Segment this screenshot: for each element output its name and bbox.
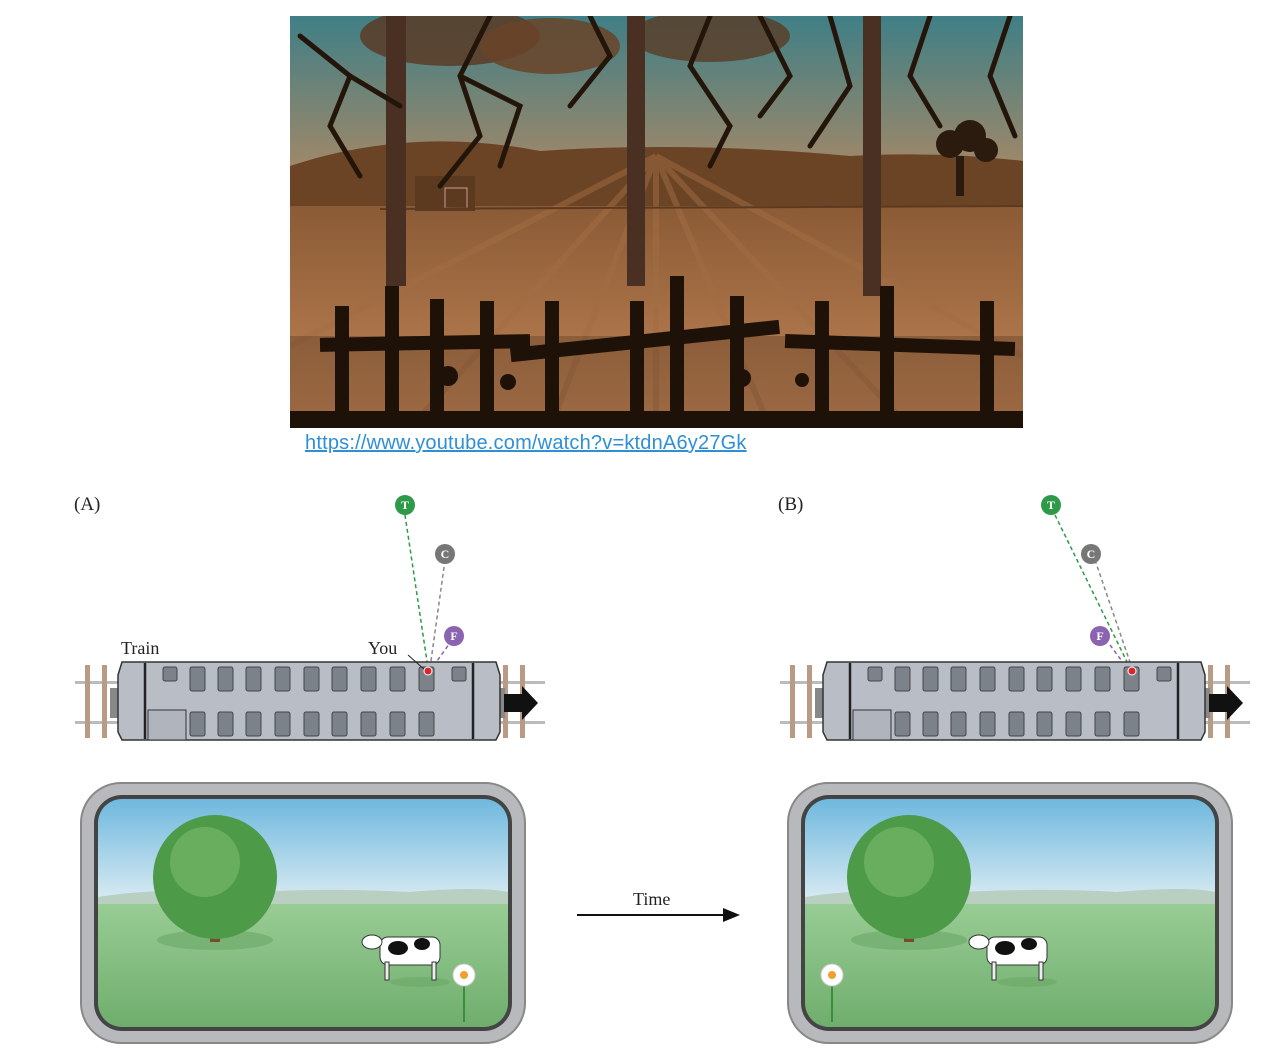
youtube-link[interactable]: https://www.youtube.com/watch?v=ktdnA6y2… <box>305 432 747 454</box>
cow-marker-b: C <box>1081 544 1101 564</box>
window-view-b <box>787 782 1233 1044</box>
flower-marker-b: F <box>1090 626 1110 646</box>
video-scene-illustration <box>290 16 1023 428</box>
time-label: Time <box>633 889 671 909</box>
video-thumbnail[interactable] <box>290 16 1023 428</box>
flower-marker-a: F <box>444 626 464 646</box>
window-view-a <box>80 782 526 1044</box>
you-label: You <box>368 638 398 658</box>
train-diagram-a <box>75 514 545 741</box>
tree-marker-b: T <box>1041 495 1061 515</box>
time-arrow-icon <box>577 908 740 922</box>
cow-marker-a: C <box>435 544 455 564</box>
train-label: Train <box>121 638 160 658</box>
panel-b-label: (B) <box>778 494 804 515</box>
you-position-dot <box>423 666 433 676</box>
train-diagram-b <box>780 514 1250 741</box>
tree-marker-a: T <box>395 495 415 515</box>
panel-a-label: (A) <box>74 494 101 515</box>
